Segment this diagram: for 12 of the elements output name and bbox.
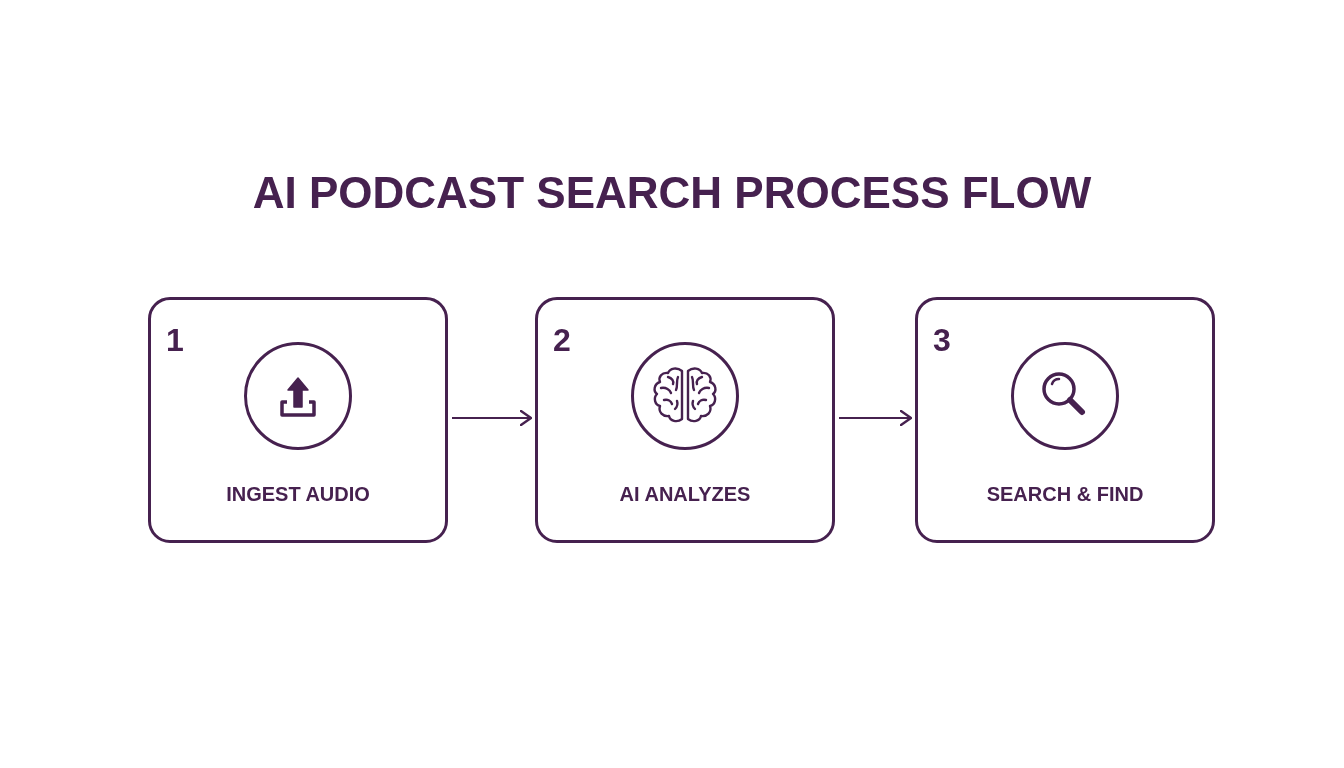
step-label: SEARCH & FIND (986, 482, 1144, 506)
step-label: INGEST AUDIO (226, 482, 370, 506)
step-card (148, 297, 448, 543)
step-label: AI ANALYZES (619, 482, 751, 506)
step-number: 3 (933, 322, 951, 358)
step-card (915, 297, 1215, 543)
step-card (535, 297, 835, 543)
step-number: 1 (166, 322, 184, 358)
step-number: 2 (553, 322, 571, 358)
arrow (839, 409, 913, 427)
arrow (452, 409, 533, 427)
diagram-title: AI PODCAST SEARCH PROCESS FLOW (251, 170, 1093, 216)
